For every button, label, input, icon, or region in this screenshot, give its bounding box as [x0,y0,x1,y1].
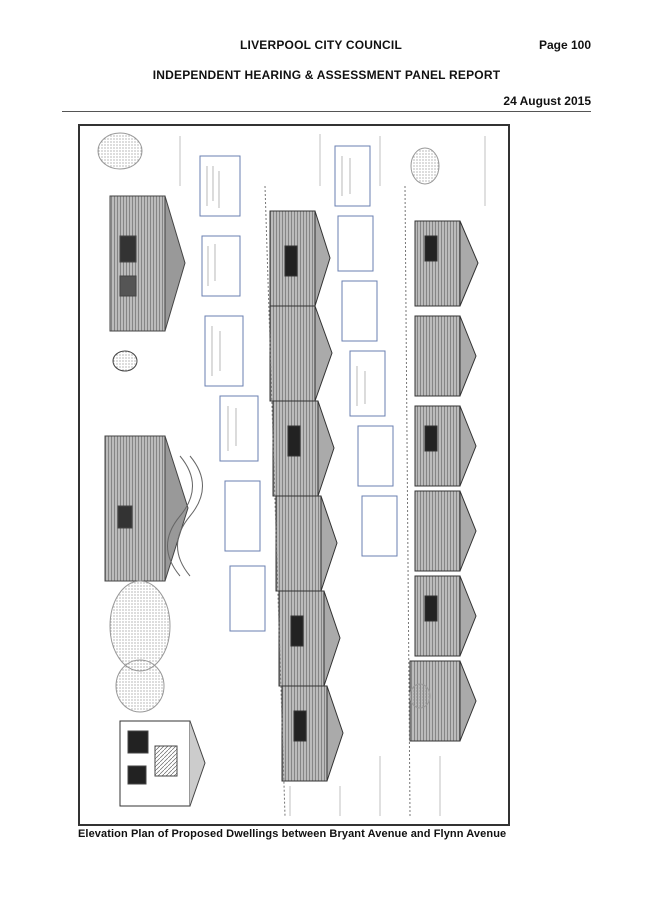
header-divider [62,111,591,112]
callout-text-lines [206,156,366,451]
page-number: Page 100 [538,38,591,52]
elevation-plan-graphic [97,132,486,817]
left-elevations [97,132,206,807]
streetscape-right [404,147,479,817]
callout-boxes [199,145,398,632]
figure-caption: Elevation Plan of Proposed Dwellings bet… [78,828,507,840]
annotation-ticks [179,134,486,816]
elevation-plan-drawing [78,124,510,826]
council-name: LIVERPOOL CITY COUNCIL [240,38,402,52]
report-date: 24 August 2015 [503,94,591,108]
report-title: INDEPENDENT HEARING & ASSESSMENT PANEL R… [152,68,501,82]
streetscape-center [264,185,344,817]
